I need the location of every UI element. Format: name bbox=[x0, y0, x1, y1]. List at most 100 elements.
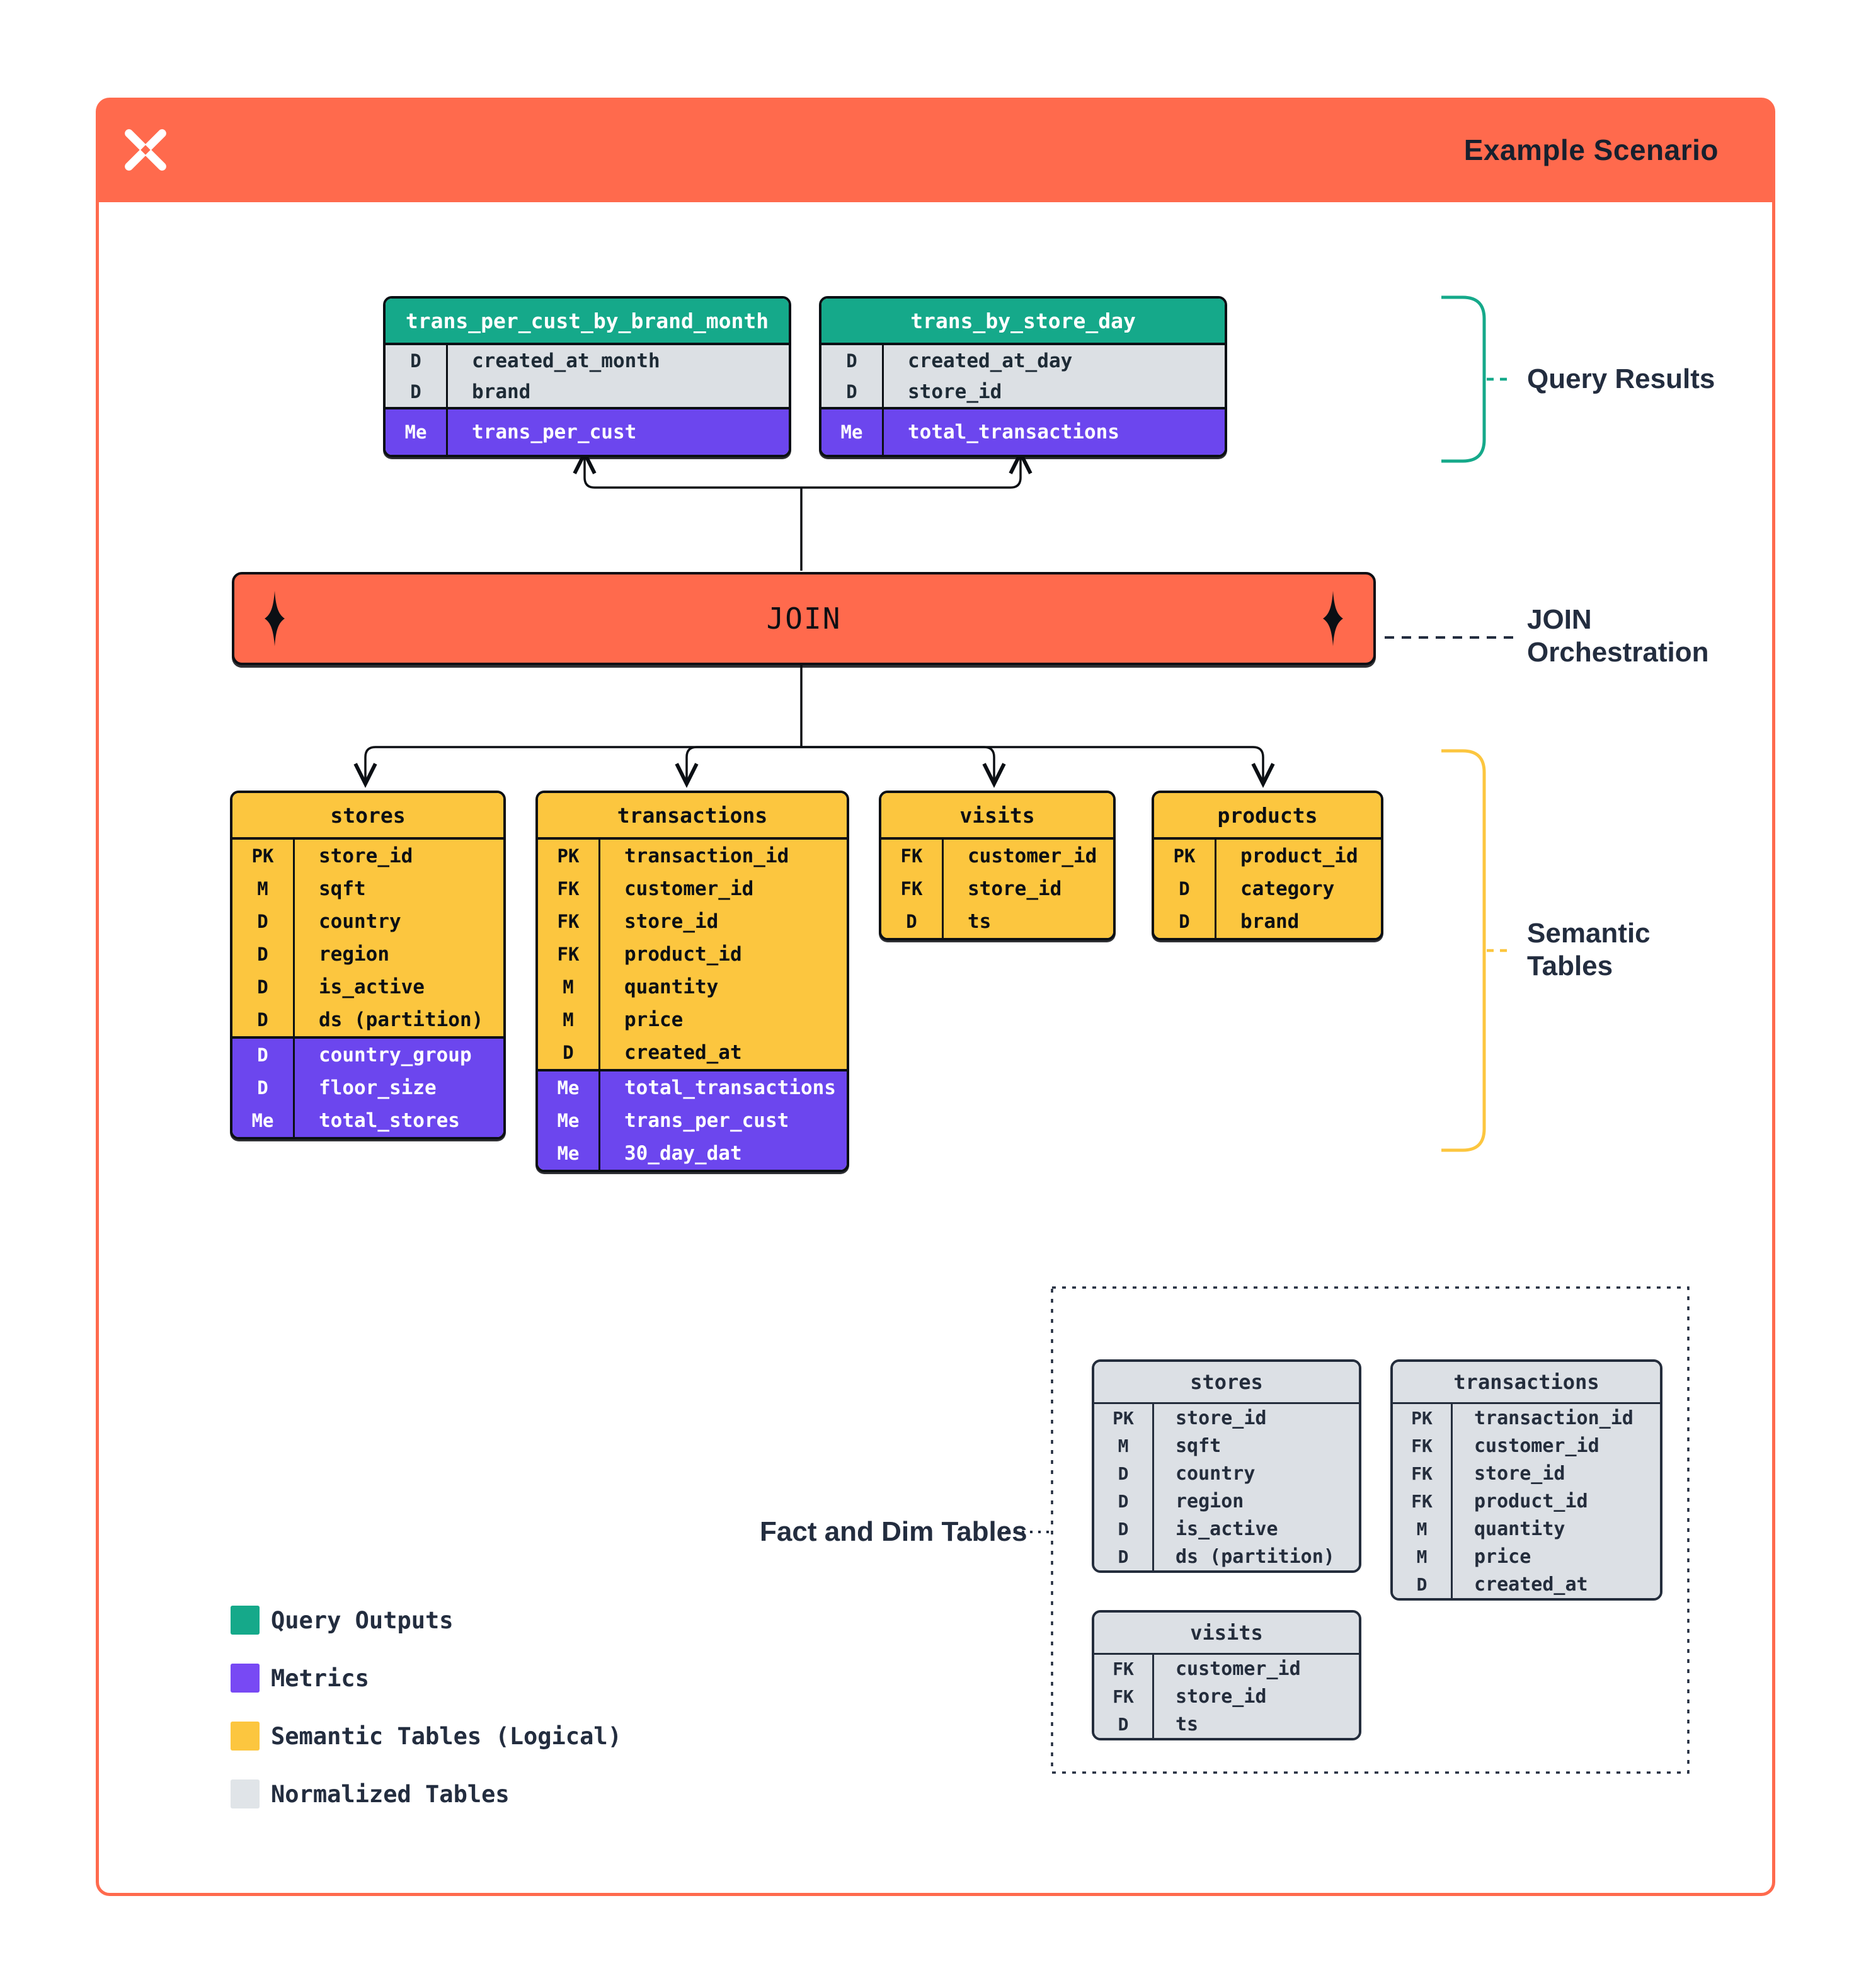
column-name: created_at bbox=[1474, 1573, 1588, 1596]
column-name: store_id bbox=[908, 380, 1002, 403]
key-badge: D bbox=[821, 345, 884, 376]
key-badge: PK bbox=[538, 840, 600, 872]
column-name: price bbox=[624, 1008, 684, 1031]
column-name: category bbox=[1240, 877, 1335, 900]
semantic-tables-line1: Semantic bbox=[1527, 918, 1651, 949]
table-title: stores bbox=[232, 793, 503, 840]
table-title: trans_per_cust_by_brand_month bbox=[386, 299, 789, 345]
table-title: stores bbox=[1094, 1362, 1359, 1404]
key-badge: Me bbox=[386, 409, 448, 455]
legend-item: Normalized Tables bbox=[231, 1765, 622, 1823]
column-name: ds (partition) bbox=[319, 1008, 484, 1031]
column-name: store_id bbox=[1176, 1685, 1267, 1708]
semantic-tables-label: Semantic Tables bbox=[1527, 917, 1651, 983]
key-badge: Me bbox=[232, 1104, 295, 1137]
key-badge: M bbox=[538, 971, 600, 1003]
key-badge: D bbox=[1154, 872, 1216, 905]
key-badge: PK bbox=[1154, 840, 1216, 872]
key-badge: D bbox=[232, 1003, 295, 1036]
legend-item: Query Outputs bbox=[231, 1591, 622, 1649]
key-badge: D bbox=[232, 905, 295, 938]
column-name: floor_size bbox=[319, 1077, 437, 1099]
key-badge: FK bbox=[538, 938, 600, 971]
key-badge: FK bbox=[881, 840, 944, 872]
column-name: store_id bbox=[624, 910, 719, 933]
key-badge: PK bbox=[1393, 1404, 1453, 1432]
page-title: Example Scenario bbox=[1463, 134, 1719, 166]
key-badge: FK bbox=[538, 905, 600, 938]
column-name: brand bbox=[1240, 910, 1300, 933]
table-title: transactions bbox=[1393, 1362, 1660, 1404]
column-name: quantity bbox=[624, 976, 719, 998]
column-name: country bbox=[319, 910, 401, 933]
join-orchestration-label: JOIN Orchestration bbox=[1527, 603, 1709, 669]
column-name: created_at_day bbox=[908, 349, 1073, 372]
column-name: created_at bbox=[624, 1041, 742, 1064]
column-name: transaction_id bbox=[624, 845, 789, 867]
column-name: created_at_month bbox=[472, 349, 660, 372]
column-name: store_id bbox=[319, 845, 413, 867]
table-row: PK transaction_id bbox=[538, 840, 847, 872]
table-title: trans_by_store_day bbox=[821, 299, 1225, 345]
column-name: transaction_id bbox=[1474, 1407, 1634, 1429]
key-badge: D bbox=[386, 345, 448, 376]
key-badge: Me bbox=[538, 1071, 600, 1104]
key-badge: FK bbox=[881, 872, 944, 905]
key-badge: D bbox=[232, 1039, 295, 1071]
key-badge: M bbox=[1393, 1515, 1453, 1543]
key-badge: M bbox=[232, 872, 295, 905]
fact-dim-label: Fact and Dim Tables bbox=[760, 1516, 1027, 1547]
key-badge: D bbox=[232, 938, 295, 971]
key-badge: D bbox=[1094, 1710, 1154, 1738]
column-name: quantity bbox=[1474, 1517, 1565, 1540]
column-name: sqft bbox=[1176, 1434, 1222, 1457]
column-name: trans_per_cust bbox=[624, 1109, 789, 1132]
column-name: price bbox=[1474, 1545, 1531, 1568]
key-badge: D bbox=[1094, 1487, 1154, 1515]
column-name: product_id bbox=[1240, 845, 1358, 867]
column-name: store_id bbox=[968, 877, 1062, 900]
key-badge: D bbox=[386, 376, 448, 407]
key-badge: FK bbox=[1393, 1460, 1453, 1487]
join-orchestration-line2: Orchestration bbox=[1527, 637, 1709, 668]
legend-item: Semantic Tables (Logical) bbox=[231, 1707, 622, 1765]
column-name: ts bbox=[968, 910, 992, 933]
